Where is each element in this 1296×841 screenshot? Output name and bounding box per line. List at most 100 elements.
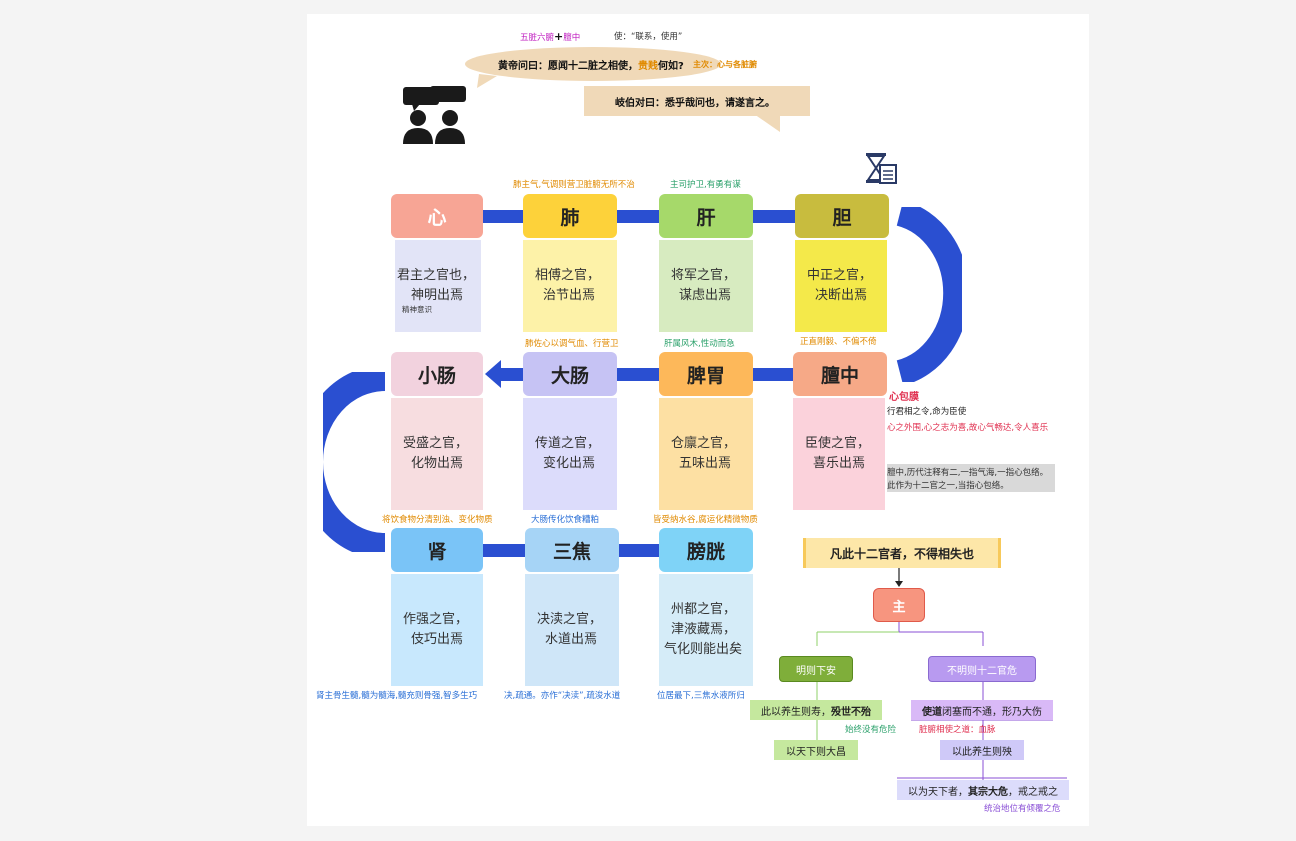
tree-right-1-bold: 使道	[922, 706, 942, 718]
question-bubble-shape	[465, 47, 721, 88]
connector-fei-gan	[617, 210, 659, 223]
organ-xin-line2: 神明出焉	[411, 288, 464, 303]
organ-dan-line2: 决断出焉	[815, 288, 868, 303]
note-xinbao-title: 心包膜	[889, 392, 919, 403]
connector-gan-dan	[753, 210, 795, 223]
tree-right-3-bold: 其宗大危	[968, 786, 1008, 798]
organ-shen-line1: 作强之官，	[403, 612, 469, 627]
organ-fei-line2: 治节出焉	[543, 288, 596, 303]
note-plus: +	[554, 30, 564, 43]
tree-left-1: 此以养生则寿，殁世不殆	[750, 700, 882, 720]
tree-left-2: 以天下则大昌	[774, 740, 858, 760]
organ-xin-header[interactable]: 心	[391, 194, 483, 238]
organ-sanjiao-line2: 水道出焉	[545, 632, 598, 647]
left-connector-arc	[323, 372, 386, 552]
note-fei-bottom: 肺佐心以调气血、行营卫	[525, 339, 619, 349]
tree-summary: 凡此十二官者，不得相失也	[803, 538, 1001, 568]
tree-right-1: 使道闭塞而不通，形乃大伤	[911, 700, 1053, 720]
connector-danzhong-piwei	[753, 368, 793, 381]
organ-gan-line2: 谋虑出焉	[679, 288, 732, 303]
tree-left-1-pre: 此以养生则寿，	[761, 706, 831, 718]
connector-piwei-dachang	[617, 368, 659, 381]
tree-right-3: 以为天下者，其宗大危，戒之戒之	[897, 780, 1069, 800]
question-post: 何如?	[658, 61, 684, 72]
organ-pangguang-header[interactable]: 膀胱	[659, 528, 753, 572]
organ-danzhong-line2: 喜乐出焉	[813, 456, 866, 471]
note-fei-top: 肺主气,气调则营卫脏腑无所不治	[513, 180, 635, 190]
people-icon	[403, 86, 466, 144]
question-note: 主次：心与各脏腑	[693, 60, 757, 69]
organ-xiaochang-desc: 受盛之官， 化物出焉	[391, 398, 483, 510]
connector-shen-sanjiao	[483, 544, 525, 557]
organ-piwei-line1: 仓廪之官，	[671, 436, 737, 451]
organ-dachang-header[interactable]: 大肠	[523, 352, 617, 396]
note-xinbao-box: 膻中,历代注释有二,一指气海,一指心包络。 此作为十二官之一,当指心包络。	[887, 464, 1055, 492]
note-sanjiao-bottom: 决,疏通。亦作“决渎”,疏浚水道	[504, 691, 621, 701]
tree-left-1-note: 始终没有危险	[845, 725, 897, 735]
note-organs: 五脏六腑+膻中	[520, 30, 580, 43]
organ-piwei-desc: 仓廪之官， 五味出焉	[659, 398, 753, 510]
organ-sanjiao-header[interactable]: 三焦	[525, 528, 619, 572]
note-organs-b: 膻中	[563, 33, 581, 43]
note-gan-top: 主司护卫,有勇有谋	[670, 180, 741, 190]
organ-gan-header[interactable]: 肝	[659, 194, 753, 238]
tree-right-branch: 不明则十二官危	[928, 656, 1036, 682]
right-connector-arc	[896, 207, 962, 382]
mindmap-canvas: 五脏六腑+膻中 使：“联系，使用” 黄帝问曰：愿闻十二脏之相使，贵贱何如? 主次…	[307, 14, 1089, 826]
organ-sanjiao-desc: 决渎之官， 水道出焉	[525, 574, 619, 686]
tree-root: 主	[873, 588, 925, 622]
organ-fei-header[interactable]: 肺	[523, 194, 617, 238]
organ-xin-extra: 精神意识	[402, 305, 432, 314]
note-organs-a: 五脏六腑	[520, 33, 555, 43]
tree-right-1-note: 脏腑相使之道：血脉	[919, 725, 996, 735]
note-dan-bottom: 正直刚毅、不偏不倚	[800, 337, 877, 347]
tree-right-3-note: 统治地位有倾覆之危	[984, 804, 1061, 814]
organ-xiaochang-line1: 受盛之官，	[403, 436, 469, 451]
connector-xin-fei	[483, 210, 523, 223]
organ-dan-line1: 中正之官，	[807, 268, 873, 283]
organ-pangguang-line1: 州都之官，	[671, 602, 737, 617]
organ-shen-line2: 伎巧出焉	[411, 632, 464, 647]
answer-bubble-shape	[584, 86, 810, 132]
note-dachang-bottom: 大肠传化饮食糟粕	[531, 515, 600, 525]
note-xinbao-2: 心之外围,心之志为喜,故心气畅达,令人喜乐	[887, 423, 1049, 433]
organ-xin-desc: 君主之官也， 神明出焉 精神意识	[395, 240, 481, 332]
note-piwei-bottom: 皆受纳水谷,腐运化精微物质	[653, 515, 758, 525]
organ-pangguang-line3: 气化则能出矣	[664, 642, 743, 657]
organ-piwei-header[interactable]: 脾胃	[659, 352, 753, 396]
organ-shen-header[interactable]: 肾	[391, 528, 483, 572]
tree-right-3-pre: 以为天下者，	[908, 786, 968, 798]
tree-right-2: 以此养生则殃	[940, 740, 1024, 760]
organ-xiaochang-line2: 化物出焉	[411, 456, 464, 471]
organ-fei-desc: 相傅之官， 治节出焉	[523, 240, 617, 332]
note-xinbao-4: 此作为十二官之一,当指心包络。	[887, 481, 1009, 491]
organ-xiaochang-header[interactable]: 小肠	[391, 352, 483, 396]
hourglass-book-icon	[866, 153, 897, 184]
note-xiaochang-bottom: 将饮食物分清别浊、变化物质	[382, 515, 493, 525]
organ-sanjiao-line1: 决渎之官，	[537, 612, 603, 627]
organ-danzhong-line1: 臣使之官，	[805, 436, 871, 451]
arrow-left-icon	[485, 360, 501, 388]
organ-gan-desc: 将军之官， 谋虑出焉	[659, 240, 753, 332]
tree-left-branch: 明则下安	[779, 656, 853, 682]
answer-text: 岐伯对曰：悉乎哉问也，请遂言之。	[615, 98, 775, 109]
connector-dachang-xiaochang	[497, 368, 523, 381]
note-xinbao-3: 膻中,历代注释有二,一指气海,一指心包络。	[887, 468, 1049, 478]
organ-shen-desc: 作强之官， 伎巧出焉	[391, 574, 483, 686]
organ-pangguang-line2: 津液藏焉，	[671, 622, 737, 637]
question-pre: 黄帝问曰：愿闻十二脏之相使，	[498, 61, 638, 72]
organ-fei-line1: 相傅之官，	[535, 268, 601, 283]
tree-right-1-post: 闭塞而不通，形乃大伤	[942, 706, 1042, 718]
question-highlight: 贵贱	[638, 61, 658, 72]
question-text: 黄帝问曰：愿闻十二脏之相使，贵贱何如?	[498, 57, 684, 72]
organ-danzhong-desc: 臣使之官， 喜乐出焉	[793, 398, 885, 510]
organ-xin-line1: 君主之官也，	[397, 268, 476, 283]
organ-dan-header[interactable]: 胆	[795, 194, 889, 238]
organ-dachang-line1: 传道之官，	[535, 436, 601, 451]
organ-danzhong-header[interactable]: 膻中	[793, 352, 887, 396]
note-xinbao-1: 行君相之令,命为臣使	[887, 407, 967, 417]
tree-left-1-bold: 殁世不殆	[831, 706, 871, 718]
note-pangguang-bottom: 位居最下,三焦水液所归	[657, 691, 745, 701]
organ-piwei-line2: 五味出焉	[679, 456, 732, 471]
note-gan-bottom: 肝属风木,性动而急	[664, 339, 735, 349]
